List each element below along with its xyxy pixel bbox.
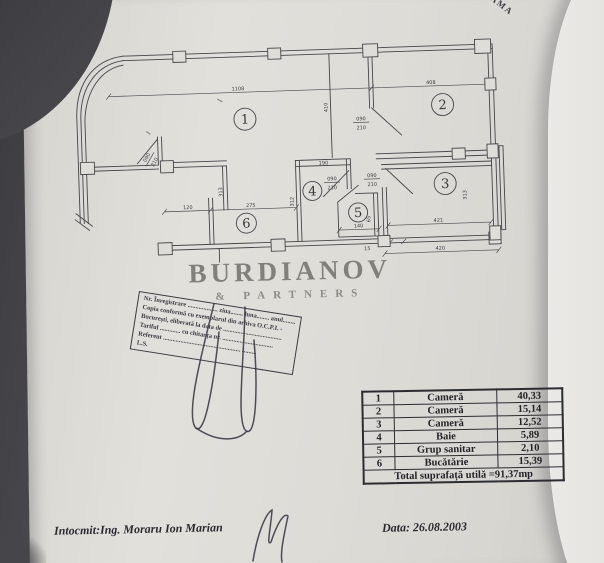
door-size-label: 090 210 xyxy=(324,176,341,191)
room-area: 15,39 xyxy=(497,453,564,468)
dimension-label: 140 xyxy=(354,223,364,229)
dimension-label: 190 xyxy=(319,160,329,166)
door-width: 090 xyxy=(327,176,337,182)
door-width: 090 xyxy=(356,116,366,122)
interior-walls xyxy=(87,51,507,263)
room-label-5: 5 xyxy=(348,202,369,223)
room-area: 2,10 xyxy=(497,440,564,455)
room-label-1: 1 xyxy=(233,107,257,131)
door-size-label: 090 210 xyxy=(353,116,370,131)
room-label-3: 3 xyxy=(433,172,457,195)
room-areas-table: 1 Cameră 40,33 2 Cameră 15,14 3 Cameră 1… xyxy=(361,387,565,485)
room-no: 4 xyxy=(362,430,395,445)
room-number: 3 xyxy=(441,177,450,192)
dimension-label: 1108 xyxy=(231,86,244,92)
bottom-left-shadow xyxy=(0,530,46,563)
dimension-label: 15 xyxy=(364,246,371,252)
dimension-label: 65 xyxy=(366,216,372,223)
dimension-label: 120 xyxy=(183,205,193,211)
dimension-label: 420 xyxy=(435,246,445,252)
room-area: 5,89 xyxy=(497,427,564,442)
structural-columns xyxy=(79,38,502,256)
dimension-label: 313 xyxy=(218,187,224,197)
room-number: 6 xyxy=(242,217,251,232)
door-height: 210 xyxy=(327,185,337,191)
room-area: 12,52 xyxy=(497,414,563,429)
door-width: 090 xyxy=(367,173,377,179)
dimension-label: 408 xyxy=(426,80,436,86)
door-height: 210 xyxy=(150,157,160,168)
door-height: 210 xyxy=(356,125,366,131)
total-area: Total suprafață utilă =91,37mp xyxy=(363,466,564,484)
door-size-label: 090 210 xyxy=(363,173,380,188)
room-number: 2 xyxy=(438,98,447,113)
signature-stroke xyxy=(252,508,289,563)
dimension-label: 313 xyxy=(462,190,468,200)
outer-walls xyxy=(122,43,500,251)
door-size-label: 090 210 xyxy=(142,152,160,168)
signature-stroke xyxy=(195,427,248,440)
balcony-curved-wall xyxy=(74,55,124,231)
room-no: 6 xyxy=(363,456,396,471)
room-no: 2 xyxy=(362,404,395,419)
dimension-label: 275 xyxy=(246,203,256,209)
door-height: 210 xyxy=(367,182,377,188)
dimension-label: 421 xyxy=(434,218,444,224)
room-no: 3 xyxy=(362,417,395,432)
room-number: 5 xyxy=(354,206,363,221)
page-curl-edge xyxy=(548,0,604,563)
room-no: 5 xyxy=(363,443,395,458)
signature-stroke xyxy=(240,306,257,432)
dimension-label: 410 xyxy=(323,103,329,113)
door-width: 090 xyxy=(142,152,152,163)
room-area: 15,14 xyxy=(496,401,563,416)
paper-specks xyxy=(145,98,223,135)
date-text: Data: 26.08.2003 xyxy=(381,519,468,535)
table-total-row: Total suprafață utilă =91,37mp xyxy=(363,466,564,484)
dimension-lines xyxy=(105,80,502,257)
room-label-6: 6 xyxy=(235,212,257,234)
signature-stroke xyxy=(191,303,220,430)
dimension-label: 312 xyxy=(290,197,296,207)
room-label-2: 2 xyxy=(431,93,455,117)
room-no: 1 xyxy=(362,391,394,406)
room-number: 4 xyxy=(308,184,317,199)
room-number: 1 xyxy=(241,113,250,128)
room-label-4: 4 xyxy=(302,180,323,201)
room-area: 40,33 xyxy=(496,388,563,403)
